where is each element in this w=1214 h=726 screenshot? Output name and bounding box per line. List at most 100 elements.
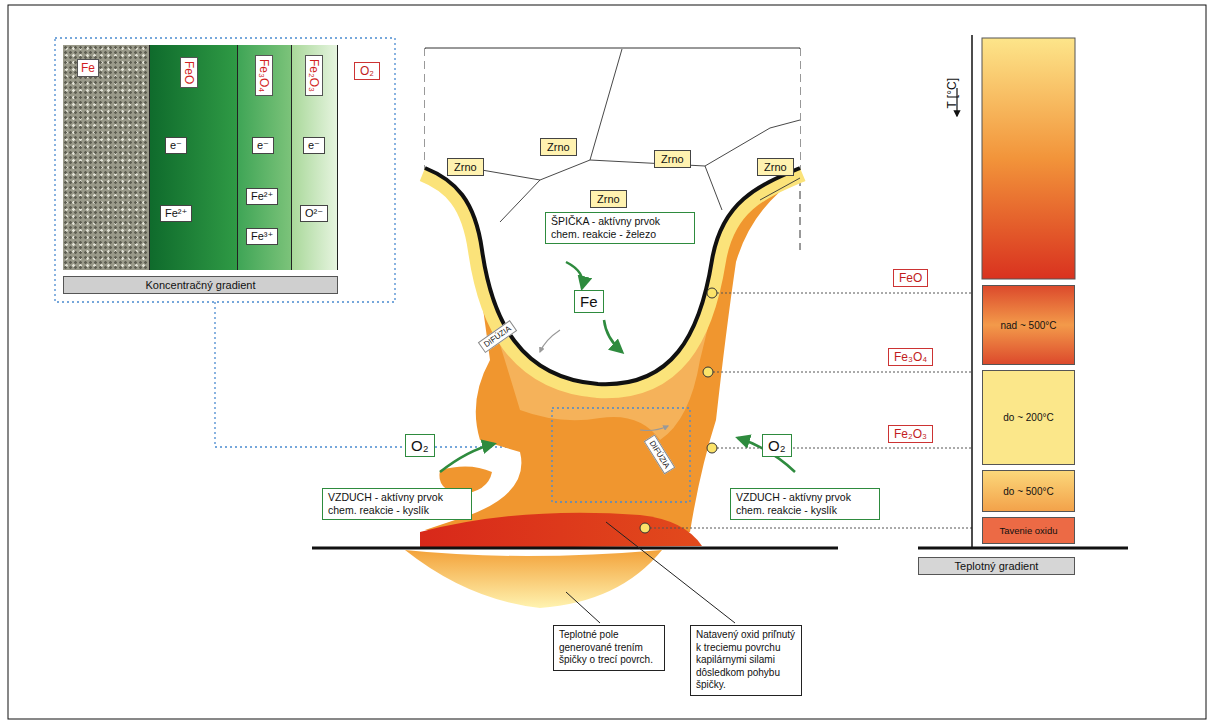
node-text: DIFÚZIA: [482, 324, 513, 349]
tip: [425, 49, 800, 384]
level-dot: [707, 443, 717, 453]
level-dot: [707, 288, 717, 298]
frame: [8, 5, 1206, 719]
level-line: [650, 293, 972, 528]
column-label: FeO: [180, 57, 198, 88]
node-text: Fe₂O₃: [894, 427, 927, 441]
oxide-column: FeO e⁻ Fe²⁺: [150, 45, 238, 270]
node-text: Fe³⁺: [251, 230, 273, 243]
oxide-column: Fe: [63, 45, 150, 270]
element-box: O₂: [762, 434, 792, 457]
node-text: Tavenie oxidu: [999, 525, 1057, 536]
temperature-band: nad ~ 500°C: [982, 285, 1075, 365]
node-text: Natavený oxid priľnutý k treciemu povrch…: [696, 629, 796, 692]
tip: [425, 49, 800, 384]
node-text: Zrno: [764, 161, 787, 173]
ion-box: Fe²⁺: [246, 188, 278, 205]
temperature-band: do ~ 200°C: [982, 370, 1075, 465]
inset-outline: [55, 38, 395, 302]
node-text: O₂: [360, 64, 374, 78]
level-dot: [640, 523, 650, 533]
heat-field: [405, 550, 662, 608]
node-text: Fe²⁺: [165, 207, 187, 220]
grain-boundary: [760, 178, 800, 200]
heat-field: [405, 550, 662, 608]
oxide-label: Fe₃O₄: [888, 348, 933, 366]
node-text: nad ~ 500°C: [1001, 320, 1057, 331]
temperature-axis: [971, 35, 973, 548]
ion-box: Fe²⁺: [160, 205, 192, 222]
temperature-band: Tavenie oxidu: [982, 517, 1075, 544]
node-text: DIFÚZIA: [647, 439, 671, 470]
ion-box: Fe³⁺: [246, 228, 278, 245]
friction-surface: [312, 547, 838, 550]
node-text: Fe: [580, 293, 598, 310]
node-text: Zrno: [547, 141, 570, 153]
zoom-window: [552, 408, 690, 502]
node-text: O₂: [411, 437, 429, 454]
level-line: [717, 448, 972, 449]
grain-label: Zrno: [654, 150, 691, 168]
zoom-window: [552, 408, 690, 502]
column-label: Fe₂O₃: [305, 55, 323, 96]
grain-label: Zrno: [757, 158, 794, 176]
frame: [8, 5, 1206, 719]
level-line: [717, 293, 972, 294]
level-dot: [703, 367, 713, 377]
node-text: Koncentračný gradient: [145, 279, 255, 291]
node-text: VZDUCH - aktívny prvok chem. reakcie - k…: [328, 491, 466, 517]
node-text: e⁻: [257, 139, 269, 152]
oxide-label: FeO: [893, 269, 928, 287]
diffusion-arrow: [540, 330, 560, 352]
note-box: VZDUCH - aktívny prvok chem. reakcie - k…: [322, 488, 472, 520]
temperature-axis: [918, 35, 1128, 548]
grain-boundary: [590, 49, 622, 160]
node-text: Fe₃O₄: [894, 350, 927, 364]
oxide-label: O₂: [354, 62, 380, 80]
level-line: [713, 372, 972, 373]
ion-box: e⁻: [303, 137, 325, 154]
node-text: Zrno: [454, 161, 477, 173]
note-box: VZDUCH - aktívny prvok chem. reakcie - k…: [730, 488, 880, 520]
element-box: O₂: [405, 434, 435, 457]
level-line: [650, 528, 972, 529]
temperature-band: Teplotný gradient: [918, 557, 1075, 575]
leader-line: [606, 522, 735, 623]
grain-label: Zrno: [540, 138, 577, 156]
node-text: e⁻: [170, 139, 182, 152]
axis-label: T [°C]: [945, 78, 959, 109]
node-text: Zrno: [597, 193, 620, 205]
grain-label: Zrno: [447, 158, 484, 176]
node-text: e⁻: [308, 139, 320, 152]
temperature-band: Koncentračný gradient: [63, 276, 338, 294]
element-box: Fe: [574, 290, 604, 313]
note-box: ŠPIČKA - aktívny prvok chem. reakcie - ž…: [545, 212, 695, 244]
temperature-axis: [982, 38, 1075, 279]
oxide-column: Fe₂O₃ e⁻ O²⁻: [292, 45, 338, 270]
reaction-arrow: [566, 262, 583, 288]
grain-boundary: [470, 49, 800, 222]
tip: [425, 168, 800, 384]
column-label: Fe₃O₄: [255, 55, 273, 96]
node-text: O₂: [768, 437, 786, 454]
ion-box: e⁻: [165, 137, 187, 154]
node-text: do ~ 500°C: [1003, 486, 1053, 497]
column-label: Fe: [77, 59, 99, 77]
diffusion-label: DIFÚZIA: [478, 320, 517, 353]
grain-label: Zrno: [590, 190, 627, 208]
temperature-band: do ~ 500°C: [982, 470, 1075, 512]
level-dot: [640, 288, 717, 533]
node-text: Teplotný gradient: [955, 560, 1039, 572]
leader-line: [566, 592, 600, 623]
callout-box: Teplotné pole generované trením špičky o…: [553, 625, 665, 671]
ion-box: e⁻: [252, 137, 274, 154]
diffusion-arrow: [640, 426, 668, 431]
reaction-arrow: [440, 444, 494, 472]
reaction-arrow: [604, 320, 622, 352]
node-text: do ~ 200°C: [1003, 412, 1053, 423]
friction-surface: [312, 548, 838, 549]
node-text: FeO: [899, 271, 922, 285]
node-text: Zrno: [661, 153, 684, 165]
node-text: O²⁻: [305, 207, 323, 220]
